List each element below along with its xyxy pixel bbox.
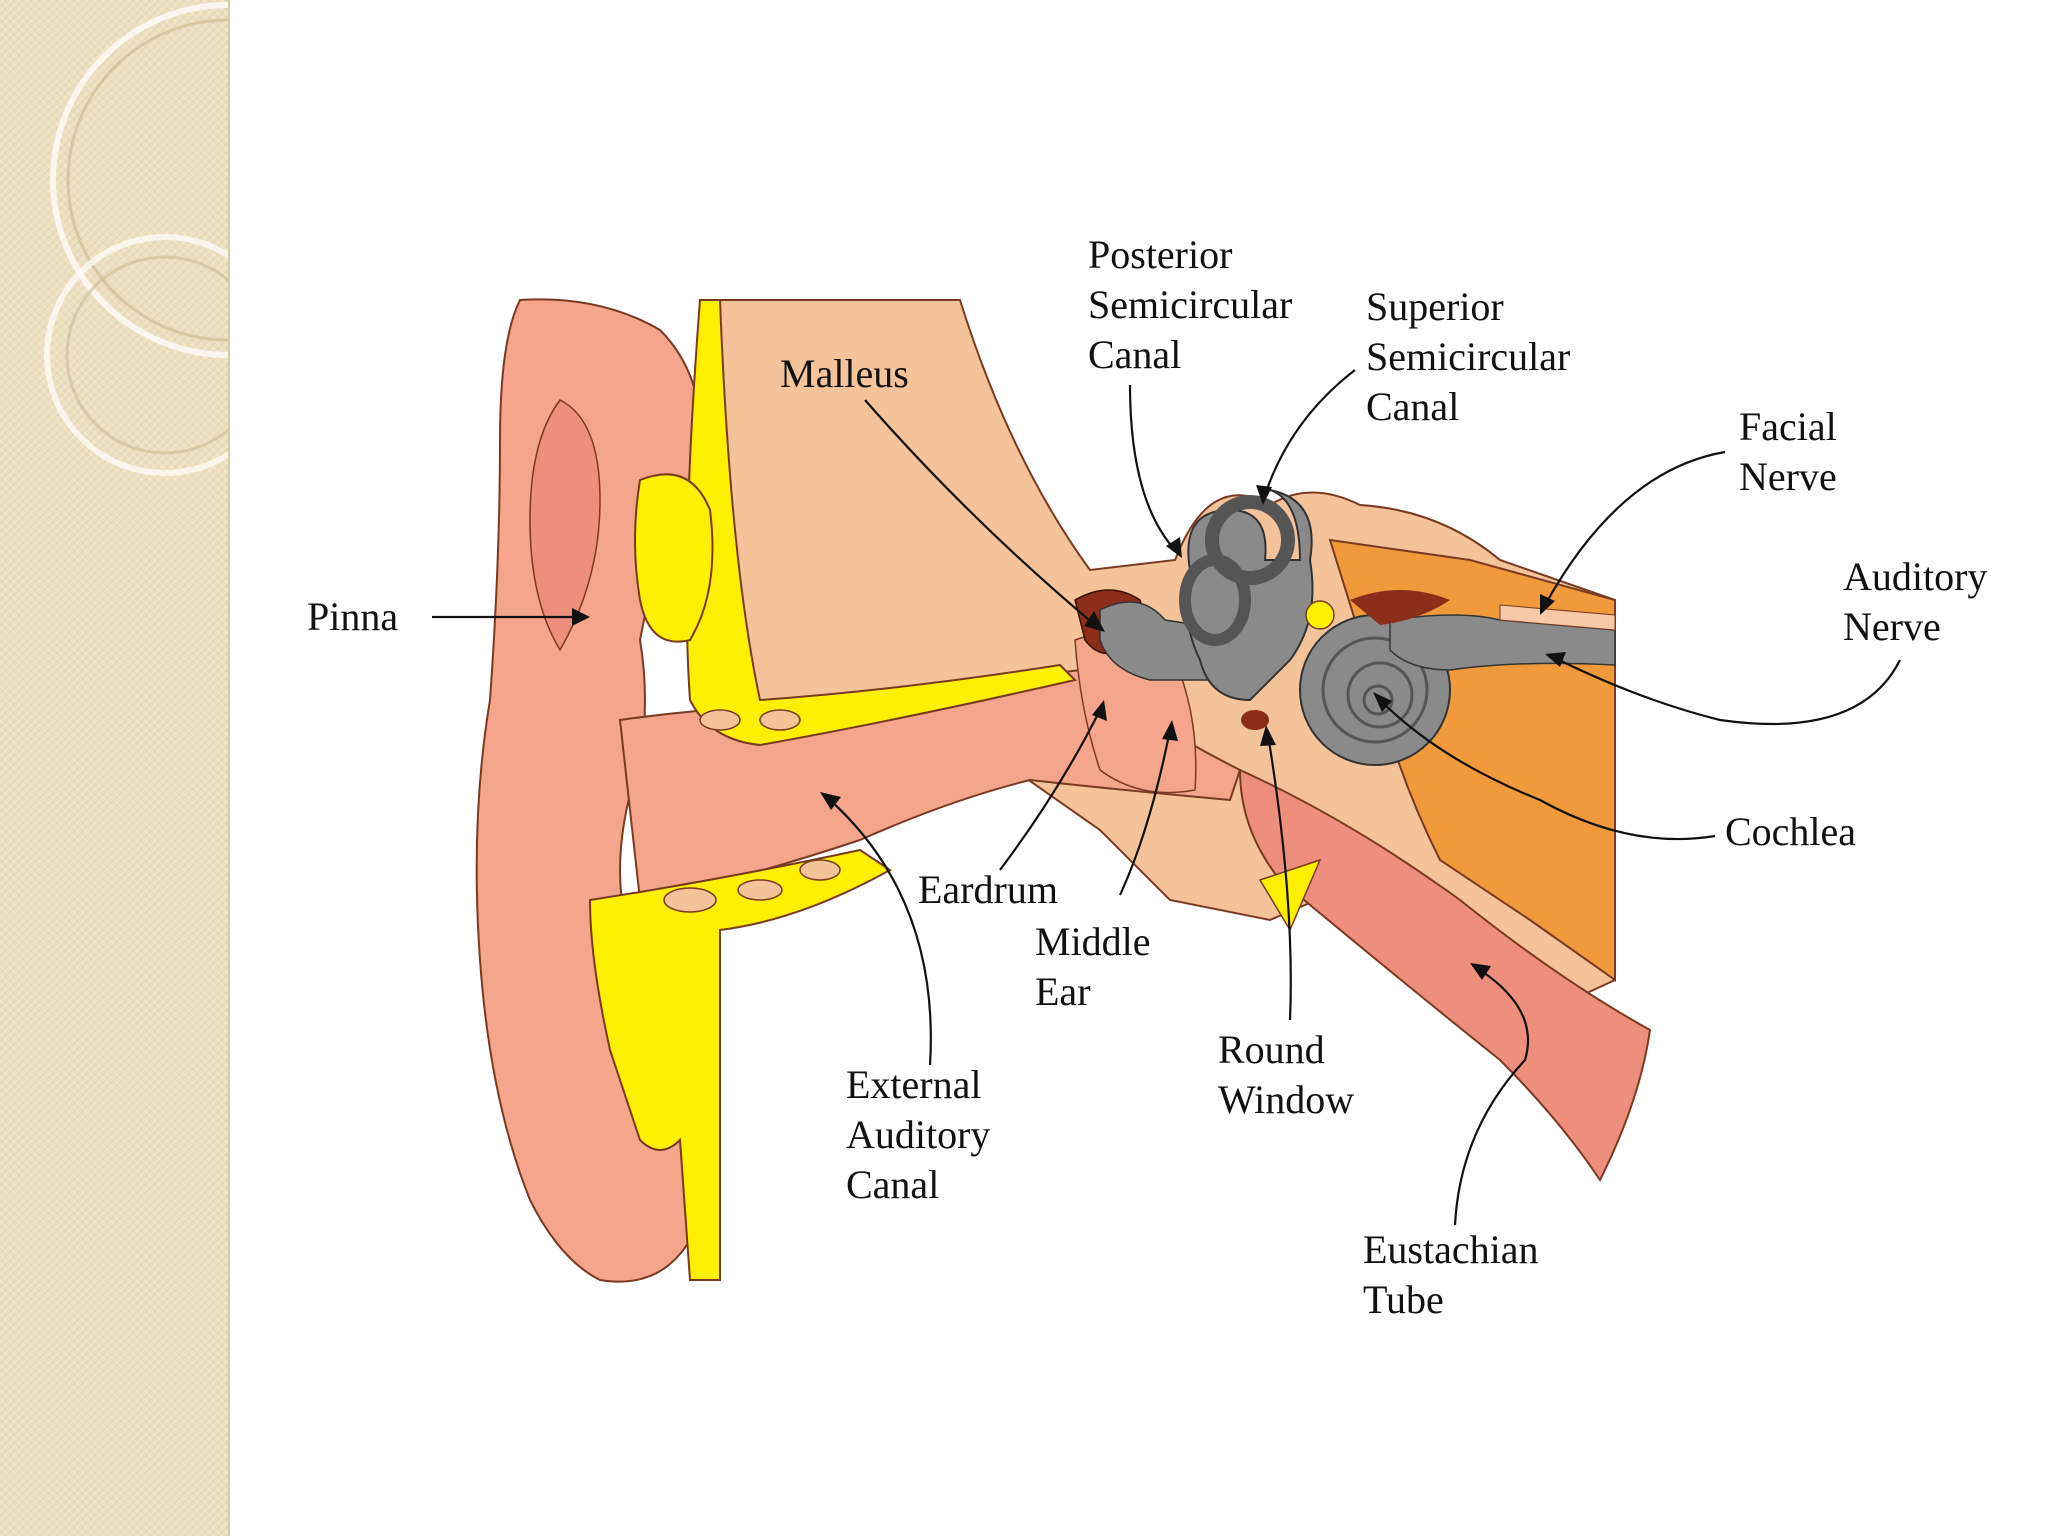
arrow-malleus xyxy=(1084,611,1105,632)
arrow-cochlea xyxy=(1373,692,1392,712)
label-pinna: Pinna xyxy=(307,594,398,639)
arrow-auditory xyxy=(1545,652,1566,667)
arrow-superior xyxy=(1256,485,1272,505)
cochlea-spiral xyxy=(1321,636,1429,744)
label-posterior-canal: Posterior Semicircular Canal xyxy=(1088,232,1302,377)
arrow-round-window xyxy=(1260,725,1276,746)
label-malleus: Malleus xyxy=(780,351,909,396)
label-cochlea: Cochlea xyxy=(1725,809,1856,854)
cartilage-spot xyxy=(759,709,801,731)
arrow-facial xyxy=(1540,594,1555,615)
label-external-canal: External Auditory Canal xyxy=(846,1062,1000,1207)
leader-superior xyxy=(1263,369,1356,496)
yellow-wedge xyxy=(1258,858,1322,932)
leader-external-canal xyxy=(829,799,932,1066)
canal-ring xyxy=(1179,554,1251,646)
label-eardrum: Eardrum xyxy=(918,867,1058,912)
leader-malleus xyxy=(864,399,1096,626)
dark-tissue xyxy=(1350,590,1450,625)
ear-illustration xyxy=(475,298,1652,1283)
leader-eardrum xyxy=(999,709,1101,871)
cochlea-spiral xyxy=(1346,661,1414,729)
cartilage-lower xyxy=(588,848,892,1281)
leader-lines xyxy=(432,369,1901,1226)
arrow-eustachian xyxy=(1470,963,1491,980)
leader-cochlea xyxy=(1379,699,1716,841)
leader-round-window xyxy=(1266,734,1292,1021)
labels: Pinna Malleus Posterior Semicircular Can… xyxy=(307,232,1997,1322)
decorative-rings xyxy=(44,2,228,476)
leader-auditory xyxy=(1554,657,1901,726)
label-middle-ear: Middle Ear xyxy=(1035,919,1161,1014)
arrow-middle-ear xyxy=(1162,720,1178,741)
cartilage-spot xyxy=(799,859,841,881)
leader-facial xyxy=(1544,450,1726,606)
cartilage-lobe xyxy=(634,473,714,643)
label-superior-canal: Superior Semicircular Canal xyxy=(1366,284,1580,429)
arrow-external-canal xyxy=(820,792,841,810)
round-window-shape xyxy=(1241,710,1269,730)
label-round-window: Round Window xyxy=(1218,1027,1354,1122)
cartilage-spot xyxy=(663,887,717,913)
leader-middle-ear xyxy=(1119,729,1172,896)
leader-eustachian xyxy=(1453,969,1530,1226)
leader-posterior xyxy=(1128,384,1176,551)
arrow-eardrum xyxy=(1092,700,1107,721)
yellow-nodule xyxy=(1305,600,1335,630)
arrow-pinna xyxy=(572,608,590,626)
label-eustachian-tube: Eustachian Tube xyxy=(1363,1227,1549,1322)
label-facial-nerve: Facial Nerve xyxy=(1739,404,1847,499)
label-auditory-nerve: Auditory Nerve xyxy=(1843,554,1997,649)
facial-nerve-shape xyxy=(1499,604,1616,631)
decorative-sidebar xyxy=(0,0,230,1536)
cartilage-spot xyxy=(737,879,783,901)
canal-ring xyxy=(1205,495,1295,585)
arrow-posterior xyxy=(1166,537,1182,558)
cartilage-spot xyxy=(699,709,741,731)
cochlea-spiral xyxy=(1362,684,1394,716)
helix-fold xyxy=(529,399,601,652)
